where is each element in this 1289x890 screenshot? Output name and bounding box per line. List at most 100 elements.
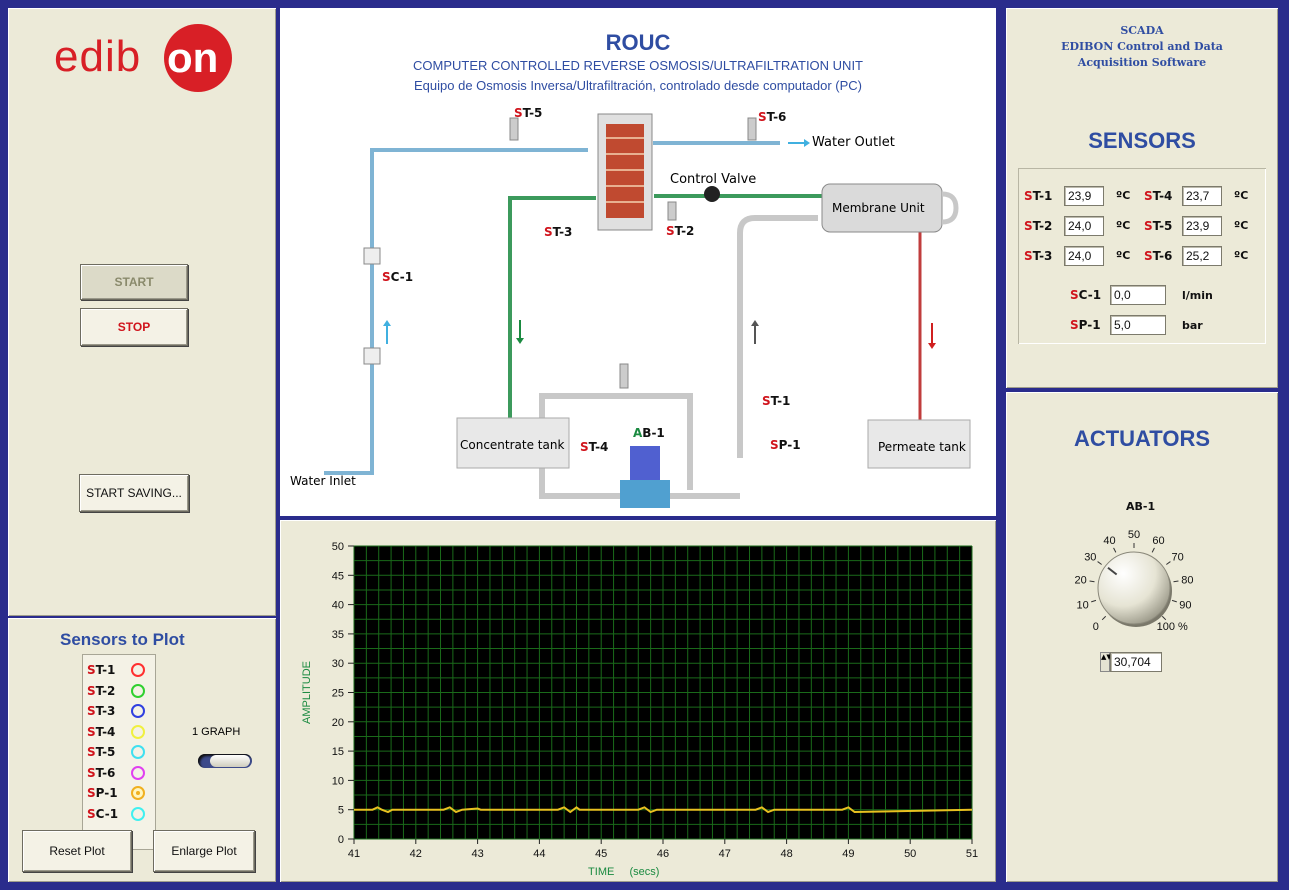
label-st2: ST-2	[666, 224, 695, 238]
knob-scale-tick	[1173, 580, 1179, 583]
knob-scale-tick	[1113, 547, 1117, 553]
label-water-inlet: Water Inlet	[290, 474, 356, 488]
sensor-sp1-unit: bar	[1182, 319, 1203, 332]
x-tick-label: 43	[471, 848, 483, 860]
plot-item-sc1[interactable]: SC-1	[87, 805, 151, 823]
x-tick-label: 47	[719, 848, 731, 860]
label-concentrate-tank: Concentrate tank	[460, 438, 565, 452]
plot-item-sp1[interactable]: SP-1	[87, 784, 151, 802]
sensor-unit: ºC	[1234, 249, 1249, 262]
sensor-unit: ºC	[1116, 249, 1131, 262]
label-permeate-tank: Permeate tank	[878, 440, 966, 454]
series-line-sp1	[354, 806, 973, 814]
plot-item-label: SP-1	[87, 786, 118, 800]
label-membrane-unit: Membrane Unit	[832, 201, 925, 215]
scada-line2: EDIBON Control and Data	[1061, 40, 1223, 53]
plot-checkbox-icon[interactable]	[131, 663, 145, 677]
process-diagram-panel: ROUC COMPUTER CONTROLLED REVERSE OSMOSIS…	[280, 8, 996, 516]
knob-scale-label: 20	[1075, 575, 1087, 587]
knob-value[interactable]: 30,704	[1110, 652, 1162, 672]
plot-checkbox-icon[interactable]	[131, 786, 145, 800]
label-st6: ST-6	[758, 110, 787, 124]
y-tick-label: 10	[332, 775, 344, 787]
label-control-valve: Control Valve	[670, 172, 757, 187]
label-st1: ST-1	[762, 394, 791, 408]
logo-text-left: edib	[54, 32, 142, 81]
y-tick-label: 40	[332, 600, 344, 612]
sensor-sc1-unit: l/min	[1182, 289, 1213, 302]
plot-item-label: SC-1	[87, 806, 119, 821]
knob-scale-tick	[1166, 561, 1171, 565]
plot-item-st4[interactable]: ST-4	[87, 723, 151, 741]
x-axis-unit: (secs)	[629, 866, 659, 878]
plot-checkbox-icon[interactable]	[131, 704, 145, 718]
plot-item-st3[interactable]: ST-3	[87, 702, 151, 720]
enlarge-plot-button[interactable]: Enlarge Plot	[153, 830, 255, 872]
knob-scale-label: 90	[1179, 600, 1191, 612]
x-tick-label: 44	[533, 848, 545, 860]
sensors-title: SENSORS	[1088, 128, 1196, 153]
graph-toggle-label: 1 GRAPH	[192, 726, 241, 738]
stop-button[interactable]: STOP	[80, 308, 188, 346]
y-tick-label: 5	[338, 805, 344, 817]
y-tick-label: 50	[332, 541, 344, 553]
graph-toggle-switch[interactable]	[198, 754, 252, 768]
process-pipes	[324, 113, 971, 508]
sensor-unit: ºC	[1116, 189, 1131, 202]
label-sc1: SC-1	[382, 270, 414, 284]
plot-checkbox-icon[interactable]	[131, 683, 145, 698]
plot-item-label: ST-2	[87, 683, 116, 698]
sensor-st6-value: 25,2	[1182, 246, 1222, 266]
knob-scale-tick	[1161, 615, 1167, 621]
sensor-sp1-value: 5,0	[1110, 315, 1166, 335]
knob-scale-label: 60	[1152, 535, 1164, 547]
knob-scale-label: 10	[1077, 600, 1089, 612]
plot-item-label: ST-4	[87, 724, 116, 739]
y-tick-label: 35	[332, 629, 344, 641]
actuator-ab1-label: AB-1	[1126, 500, 1156, 513]
sensor-st4-label: ST-4	[1144, 189, 1173, 203]
sensors-panel: SCADA EDIBON Control and Data Acquisitio…	[1006, 8, 1278, 388]
label-st4: ST-4	[580, 440, 609, 454]
label-sp1: SP-1	[770, 438, 801, 452]
sensor-unit: ºC	[1234, 219, 1249, 232]
plot-item-label: ST-6	[87, 765, 116, 780]
scada-line1: SCADA	[1120, 24, 1164, 37]
plot-checkbox-icon[interactable]	[131, 765, 145, 780]
knob-scale-label: 50	[1128, 529, 1140, 541]
plot-item-st5[interactable]: ST-5	[87, 743, 151, 761]
logo-circle	[164, 24, 232, 92]
knob-scale-tick	[1091, 599, 1097, 603]
knob-scale-label: 70	[1172, 551, 1184, 563]
plot-item-label: ST-3	[87, 704, 116, 718]
plot-item-st1[interactable]: ST-1	[87, 661, 151, 679]
sensor-st4-value: 23,7	[1182, 186, 1222, 206]
reset-plot-button[interactable]: Reset Plot	[22, 830, 132, 872]
x-axis-label: TIME	[588, 866, 614, 878]
knob-pointer	[1107, 566, 1118, 576]
start-button[interactable]: START	[80, 264, 188, 300]
knob-scale-tick	[1089, 580, 1095, 583]
sensor-st3-value: 24,0	[1064, 246, 1104, 266]
scada-line3: Acquisition Software	[1077, 56, 1207, 69]
start-saving-button[interactable]: START SAVING...	[79, 474, 189, 512]
x-tick-label: 51	[966, 848, 978, 860]
knob-value-field[interactable]: ▲▼ 30,704	[1100, 652, 1162, 672]
sensor-st2-label: ST-2	[1024, 219, 1053, 233]
plot-checkbox-icon[interactable]	[131, 806, 145, 821]
plot-item-st6[interactable]: ST-6	[87, 764, 151, 782]
knob-scale-label: 30	[1084, 551, 1096, 563]
plot-checkbox-dot	[136, 791, 140, 795]
plot-item-label: ST-5	[87, 745, 116, 759]
sensors-to-plot-title: Sensors to Plot	[60, 630, 185, 649]
sensor-unit: ºC	[1234, 189, 1249, 202]
plot-checkbox-icon[interactable]	[131, 745, 145, 759]
knob-stepper[interactable]: ▲▼	[1100, 652, 1112, 672]
plot-item-st2[interactable]: ST-2	[87, 682, 151, 700]
plot-checkbox-icon[interactable]	[131, 724, 145, 739]
